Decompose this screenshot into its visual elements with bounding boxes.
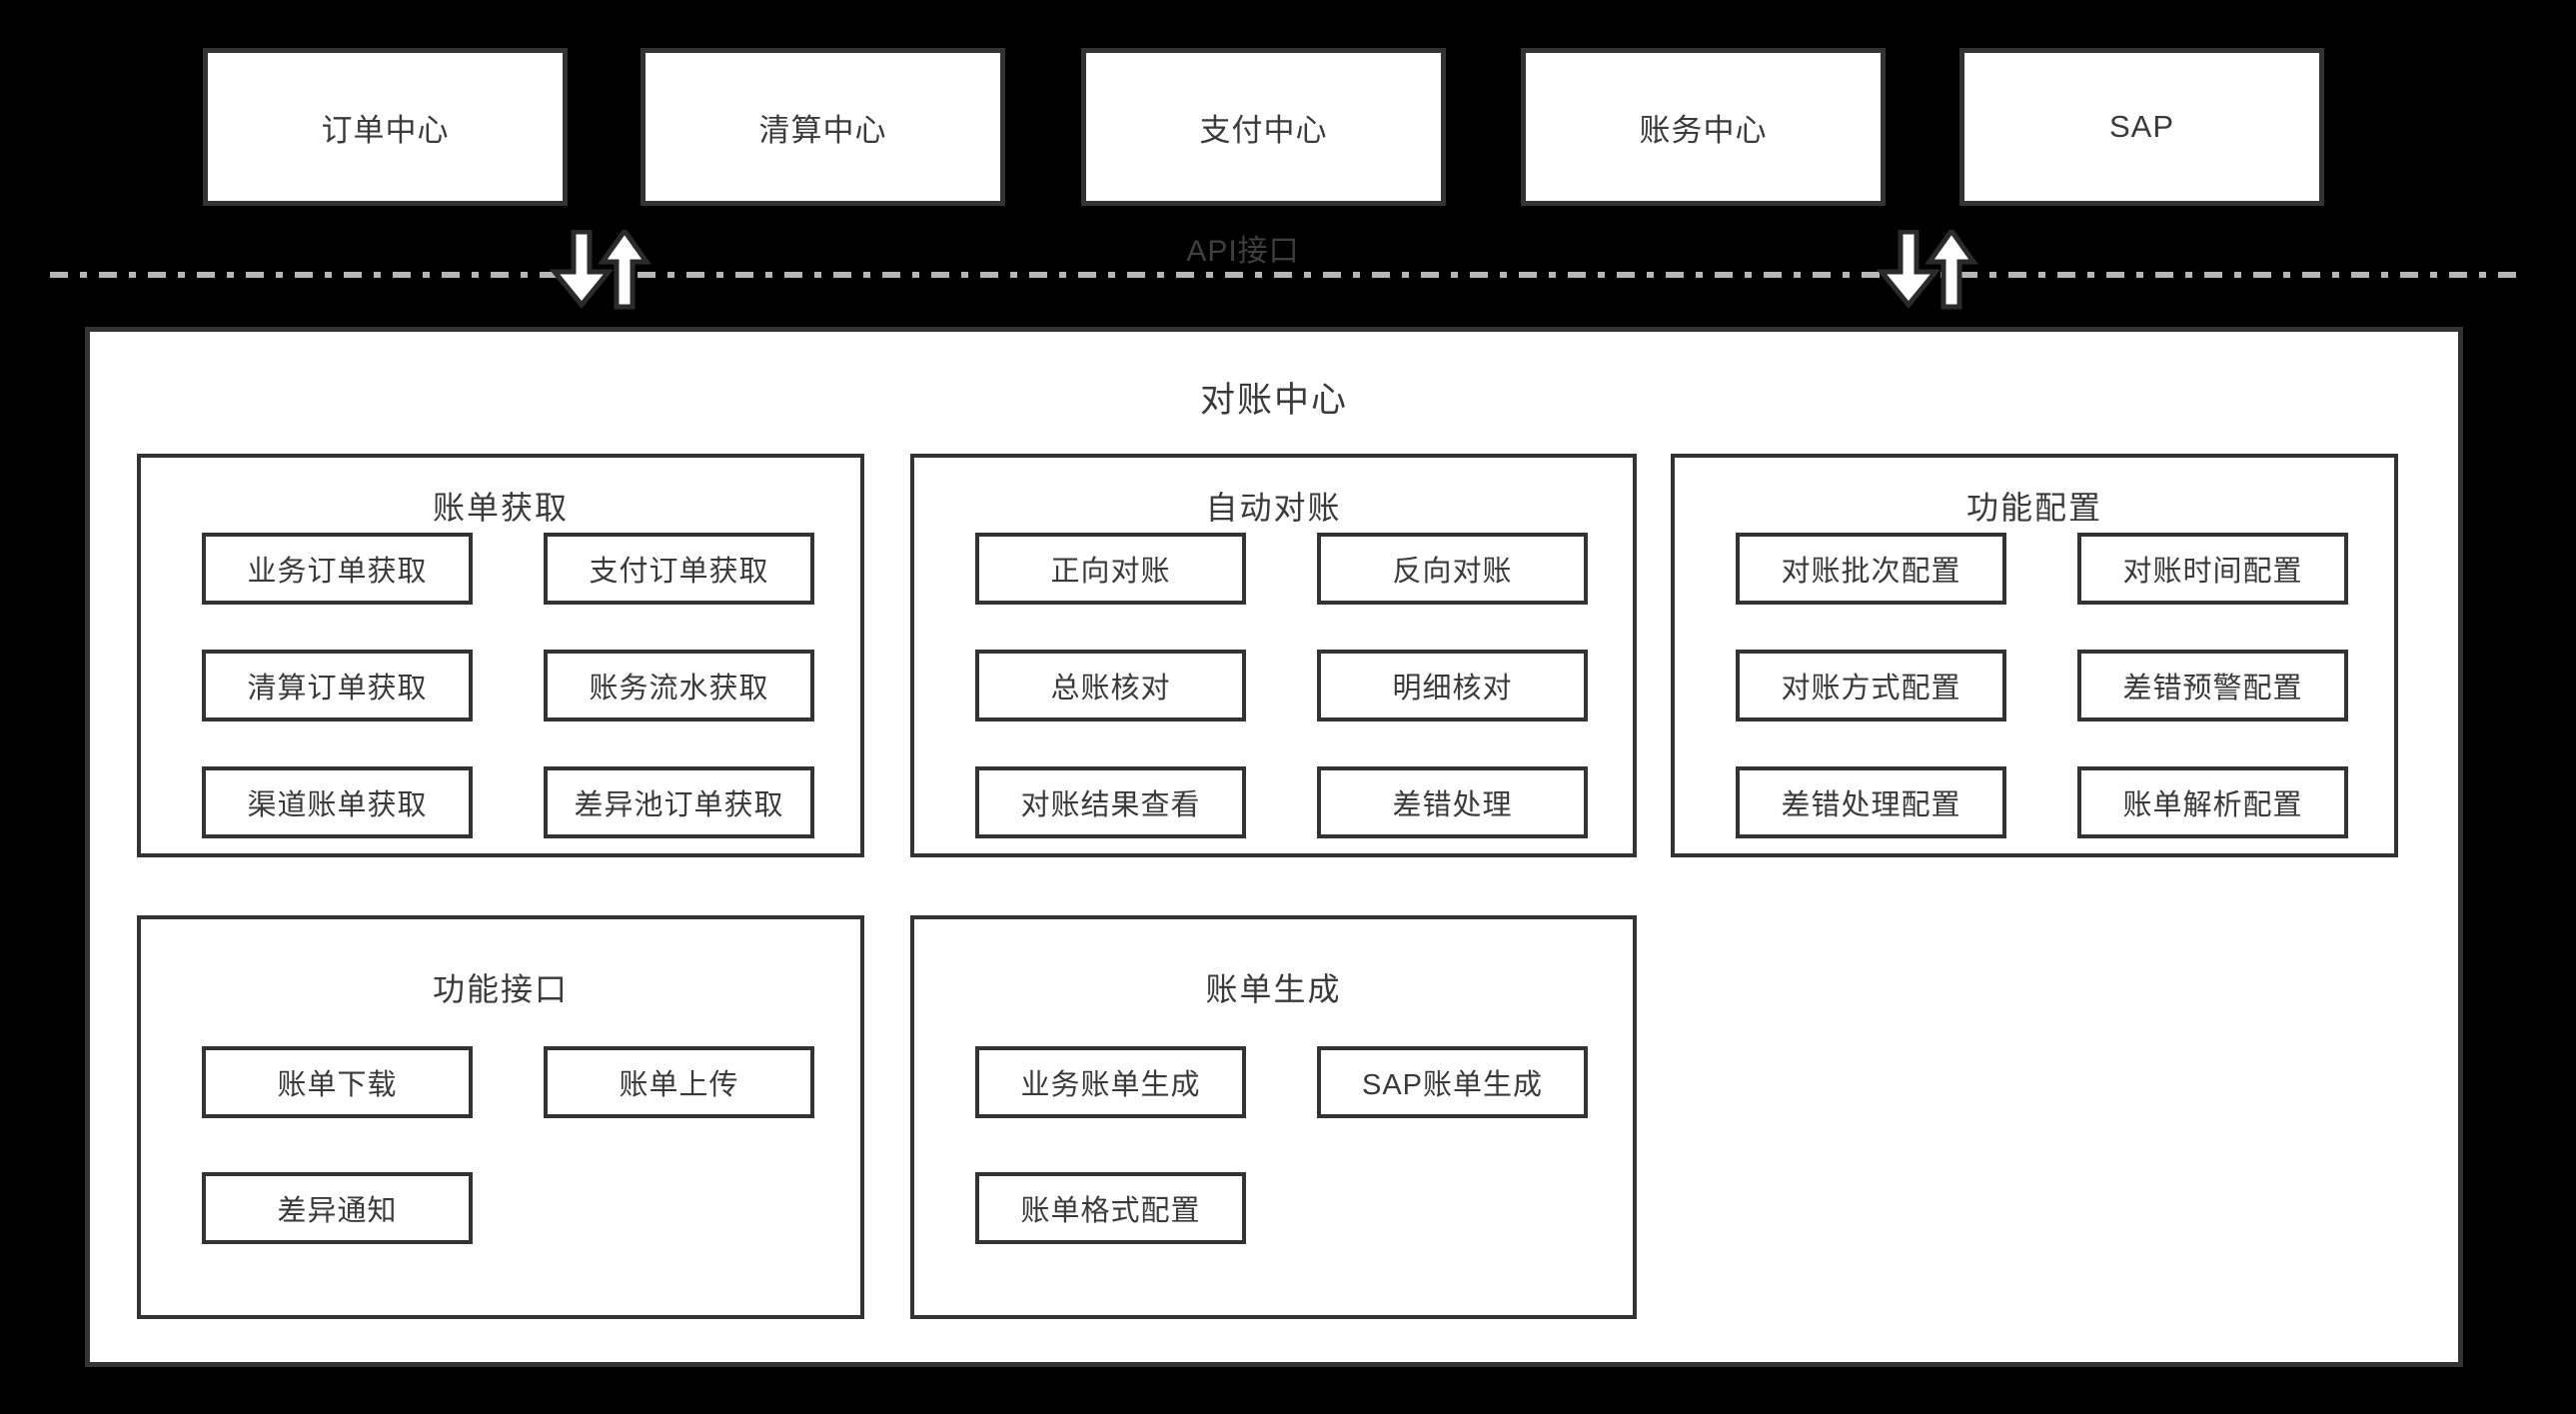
module-business-order-fetch: 业务订单获取: [202, 533, 473, 605]
panel-function-config: 功能配置 对账批次配置 对账时间配置 对账方式配置 差错预警配置 差错处理配置 …: [1671, 454, 2398, 857]
panel-auto-reconciliation: 自动对账 正向对账 反向对账 总账核对 明细核对 对账结果查看 差错处理: [910, 454, 1637, 857]
module-reverse-reconciliation: 反向对账: [1317, 533, 1588, 605]
module-ledger-check: 总账核对: [975, 650, 1246, 721]
panel-items: 业务订单获取 支付订单获取 清算订单获取 账务流水获取 渠道账单获取 差异池订单…: [202, 533, 814, 838]
module-recon-batch-config: 对账批次配置: [1736, 533, 2006, 605]
system-box-accounting-center: 账务中心: [1521, 48, 1886, 206]
system-box-label: 支付中心: [1199, 112, 1328, 148]
module-recon-time-config: 对账时间配置: [2077, 533, 2348, 605]
module-error-handling: 差错处理: [1317, 766, 1588, 838]
module-error-handling-config: 差错处理配置: [1736, 766, 2006, 838]
system-box-label: 清算中心: [758, 112, 887, 148]
module-detail-check: 明细核对: [1317, 650, 1588, 721]
panel-title: 账单获取: [432, 490, 569, 526]
data-exchange-arrows-left: [550, 230, 651, 310]
module-business-bill-generate: 业务账单生成: [975, 1046, 1246, 1118]
down-arrow-icon: [1877, 230, 1941, 309]
panel-items: 账单下载 账单上传 差异通知: [202, 1046, 814, 1244]
module-payment-order-fetch: 支付订单获取: [544, 533, 814, 605]
module-recon-result-view: 对账结果查看: [975, 766, 1246, 838]
module-recon-method-config: 对账方式配置: [1736, 650, 2006, 721]
up-arrow-icon: [598, 230, 651, 310]
api-divider-line: [50, 272, 2523, 278]
module-error-alert-config: 差错预警配置: [2077, 650, 2348, 721]
panel-title: 功能配置: [1965, 490, 2102, 526]
panel-title: 账单生成: [1205, 971, 1342, 1007]
system-box-label: 账务中心: [1639, 112, 1768, 148]
system-box-label: 订单中心: [321, 112, 450, 148]
module-bill-upload: 账单上传: [544, 1046, 814, 1118]
module-diff-pool-order-fetch: 差异池订单获取: [544, 766, 814, 838]
module-forward-reconciliation: 正向对账: [975, 533, 1246, 605]
module-clearing-order-fetch: 清算订单获取: [202, 650, 473, 721]
panel-bill-generation: 账单生成 业务账单生成 SAP账单生成 账单格式配置: [910, 915, 1637, 1319]
module-bill-download: 账单下载: [202, 1046, 473, 1118]
panel-title: 功能接口: [432, 971, 569, 1007]
module-sap-bill-generate: SAP账单生成: [1317, 1046, 1588, 1118]
system-box-order-center: 订单中心: [203, 48, 568, 206]
module-accounting-flow-fetch: 账务流水获取: [544, 650, 814, 721]
system-box-label: SAP: [2108, 109, 2175, 144]
reconciliation-center-title: 对账中心: [1199, 381, 1348, 420]
module-diff-notify: 差异通知: [202, 1172, 473, 1244]
reconciliation-center-container: 对账中心 账单获取 业务订单获取 支付订单获取 清算订单获取 账务流水获取 渠道…: [85, 327, 2463, 1367]
system-box-clearing-center: 清算中心: [641, 48, 1005, 206]
panel-function-interface: 功能接口 账单下载 账单上传 差异通知: [137, 915, 864, 1319]
panel-items: 对账批次配置 对账时间配置 对账方式配置 差错预警配置 差错处理配置 账单解析配…: [1736, 533, 2348, 838]
up-arrow-icon: [1925, 230, 1978, 310]
panel-items: 业务账单生成 SAP账单生成 账单格式配置: [975, 1046, 1588, 1244]
data-exchange-arrows-right: [1877, 230, 1978, 310]
system-box-payment-center: 支付中心: [1081, 48, 1446, 206]
module-bill-format-config: 账单格式配置: [975, 1172, 1246, 1244]
module-bill-parse-config: 账单解析配置: [2077, 766, 2348, 838]
panel-items: 正向对账 反向对账 总账核对 明细核对 对账结果查看 差错处理: [975, 533, 1588, 838]
panel-bill-acquisition: 账单获取 业务订单获取 支付订单获取 清算订单获取 账务流水获取 渠道账单获取 …: [137, 454, 864, 857]
api-interface-label: API接口: [1186, 235, 1300, 268]
panel-title: 自动对账: [1205, 490, 1342, 526]
system-box-sap: SAP: [1959, 48, 2324, 206]
down-arrow-icon: [550, 230, 615, 309]
module-channel-bill-fetch: 渠道账单获取: [202, 766, 473, 838]
